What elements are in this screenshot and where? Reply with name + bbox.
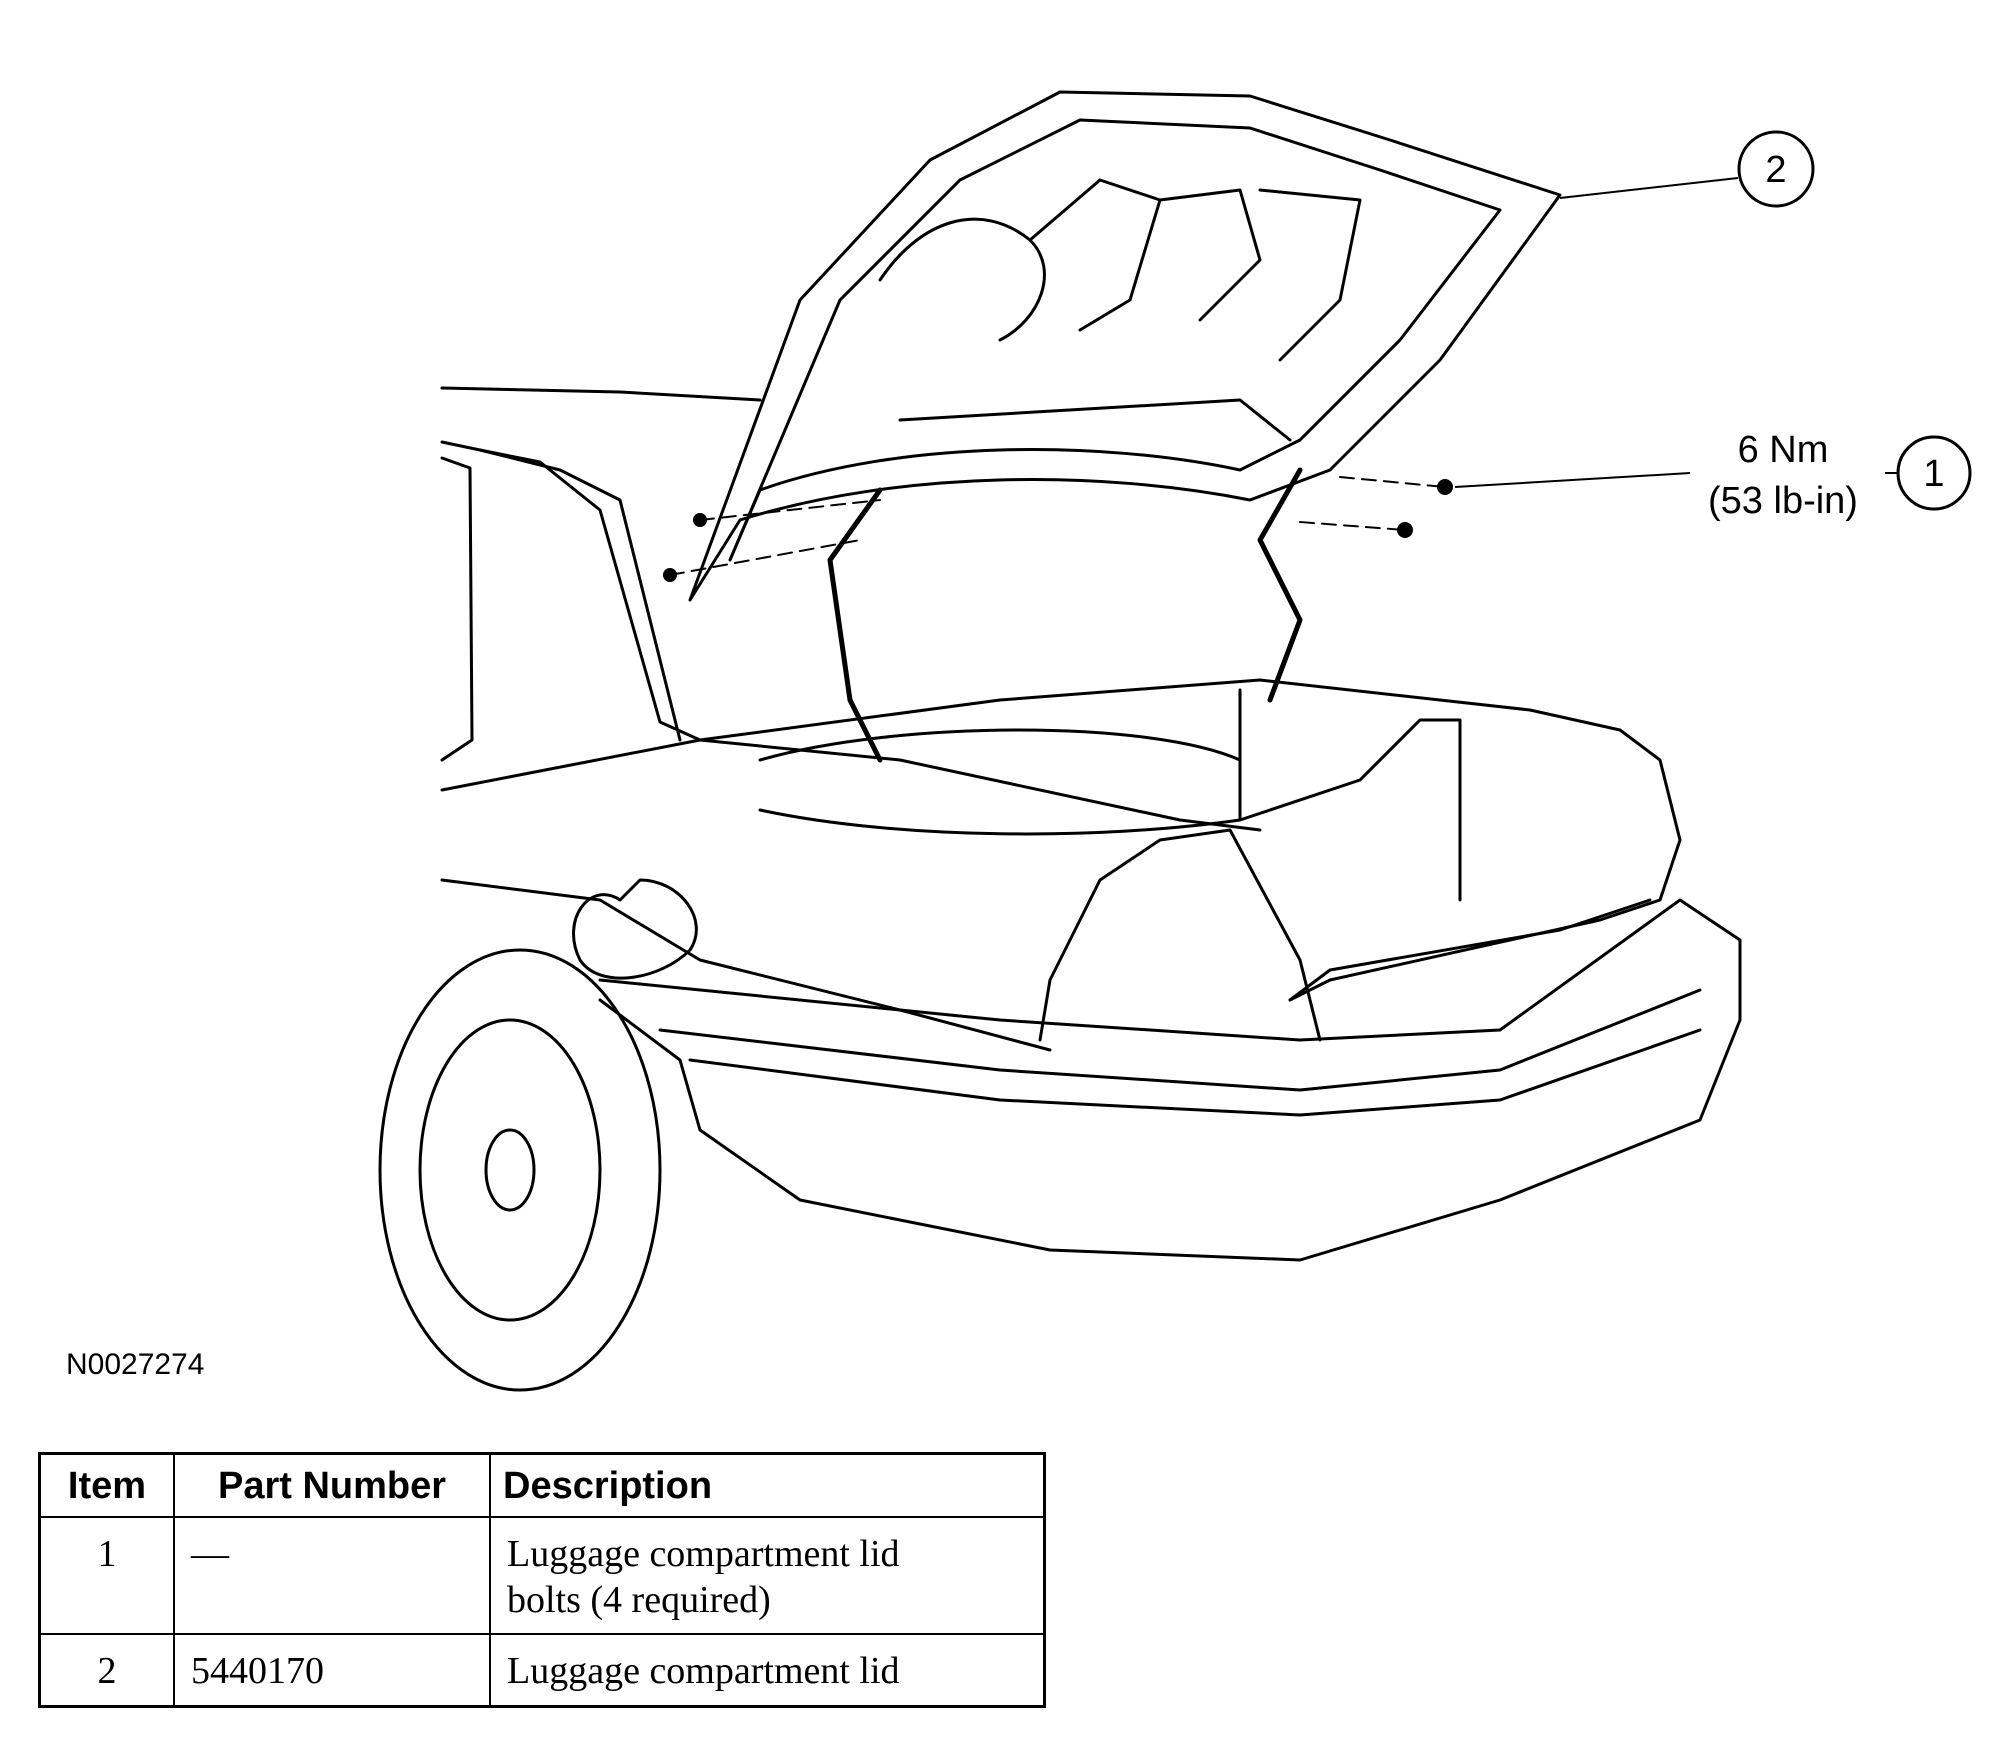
row-description-line2: bolts (4 required) <box>507 1578 771 1621</box>
row-description-line1: Luggage compartment lid <box>507 1650 900 1693</box>
table-header-row: Item Part Number Description <box>38 1452 1046 1518</box>
trunk-lid-rib-1 <box>878 217 1046 342</box>
callout-1-circle <box>1896 435 1972 511</box>
trunk-lid-rib-3 <box>1158 188 1262 322</box>
callout-2-leader <box>1559 177 1739 199</box>
row-part-number: — <box>173 1515 491 1636</box>
body-side-upper <box>440 738 1262 832</box>
bolt-leader-2 <box>669 539 861 576</box>
roof-outline <box>440 386 762 402</box>
bolt-3 <box>1437 479 1453 495</box>
trunk-lid-rib-2 <box>1028 178 1162 332</box>
bolt-2 <box>663 568 677 582</box>
header-item: Item <box>38 1452 175 1518</box>
callout-1-leader <box>1454 472 1691 488</box>
trunk-lid-rib-4 <box>1258 188 1362 362</box>
callout-1-number: 1 <box>1923 453 1944 495</box>
row-item: 1 <box>38 1515 175 1636</box>
left-hinge <box>827 487 883 763</box>
bolt-leader-4 <box>1299 521 1406 531</box>
trunk-lid-outer <box>688 90 1562 602</box>
callout-2-circle <box>1737 130 1815 208</box>
trunk-floor-edge <box>1288 898 1652 1002</box>
table-row: 2 5440170 Luggage compartment lid <box>38 1633 1046 1708</box>
rear-fender <box>1038 828 1322 1042</box>
c-pillar <box>478 448 702 742</box>
callout-2-number: 2 <box>1765 149 1786 191</box>
row-item: 2 <box>38 1633 175 1708</box>
bolt-1 <box>693 513 707 527</box>
bolt-leader-3 <box>1339 476 1446 488</box>
row-description-line1: Luggage compartment lid <box>507 1533 900 1575</box>
header-description: Description <box>489 1452 1046 1518</box>
figure-id: N0027274 <box>66 1348 205 1381</box>
bumper-strip-lower <box>688 1028 1702 1117</box>
bumper-strip <box>658 988 1702 1092</box>
torque-lbin-label: (53 lb-in) <box>1708 480 1858 522</box>
bolt-4 <box>1397 522 1413 538</box>
header-part-number: Part Number <box>173 1452 491 1518</box>
rear-window-frame <box>440 440 682 742</box>
row-description: Luggage compartment lid bolts (4 require… <box>489 1515 1046 1636</box>
table-row: 1 — Luggage compartment lid bolts (4 req… <box>38 1515 1046 1636</box>
trunk-inner-wall <box>1238 688 1462 902</box>
row-part-number: 5440170 <box>173 1633 491 1708</box>
trunk-lid-crossmember <box>898 398 1292 442</box>
spare-tire-well <box>758 728 1242 836</box>
rear-wheel <box>418 1018 602 1322</box>
trunk-opening <box>698 678 1682 1002</box>
bolt-leader-1 <box>699 499 881 521</box>
rear-window-glass <box>440 456 474 762</box>
rear-wheel-arch <box>378 948 662 1392</box>
row-description: Luggage compartment lid <box>489 1633 1046 1708</box>
fuel-door <box>572 878 698 980</box>
rear-bumper <box>598 898 1742 1262</box>
right-hinge <box>1257 467 1303 703</box>
trunk-lid-inner <box>728 118 1502 562</box>
trunk-lid-illustration: 2 1 6 Nm (53 lb-in) <box>378 90 1972 1392</box>
body-side-line <box>440 878 1052 1052</box>
rear-wheel-hub <box>484 1128 536 1212</box>
torque-nm-label: 6 Nm <box>1738 429 1829 471</box>
parts-table: Item Part Number Description 1 — Luggage… <box>38 1452 1046 1708</box>
